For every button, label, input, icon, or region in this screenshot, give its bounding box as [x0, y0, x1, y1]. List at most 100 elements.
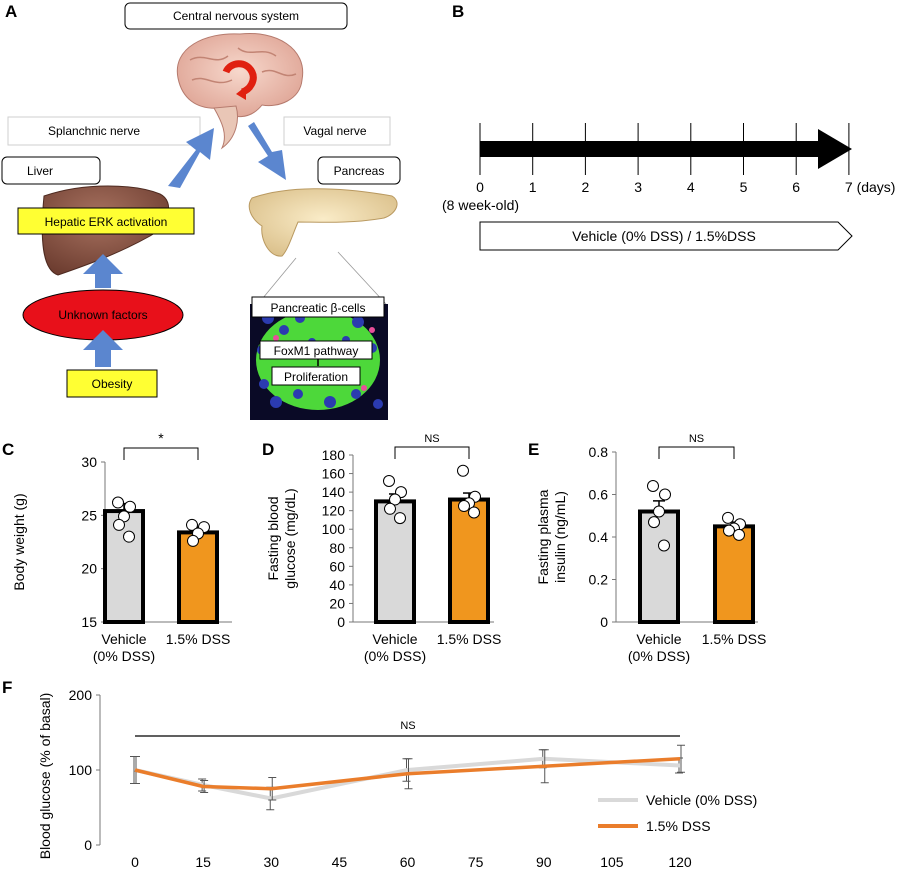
data-point: [458, 500, 470, 513]
proliferation-box: [271, 366, 361, 386]
data-point: [124, 500, 136, 513]
panel-label-f: F: [2, 678, 12, 697]
x-tick-label: Vehicle: [372, 631, 417, 647]
arrow-liver-to-brain: [168, 128, 214, 188]
x-tick-label: 1.5% DSS: [702, 631, 767, 647]
data-point: [647, 480, 659, 492]
significance-label: NS: [689, 433, 704, 445]
timeline-tick-label: 2: [582, 179, 590, 195]
panel-label-c: C: [2, 440, 14, 459]
data-point: [389, 493, 401, 506]
x-tick-label: 75: [468, 854, 484, 870]
y-tick-label: 0.2: [589, 572, 609, 588]
y-tick-label: 100: [322, 521, 346, 537]
y-axis-label: Fasting plasmainsulin (ng/mL): [535, 489, 568, 584]
y-tick-label: 80: [329, 540, 345, 556]
y-tick-label: 40: [329, 577, 345, 593]
x-tick-label: 120: [668, 854, 692, 870]
pancreas-illustration: [248, 188, 398, 257]
y-tick-label: 0.6: [589, 487, 609, 503]
timeline-tick-label: 0: [476, 179, 484, 195]
x-tick-label: (0% DSS): [93, 648, 155, 664]
timeline-tick-label: 1: [529, 179, 537, 195]
timeline-tick-label: 7 (days): [845, 179, 896, 195]
data-point: [659, 488, 671, 501]
significance-bracket: [123, 447, 199, 460]
timeline-start-note: (8 week-old): [442, 197, 519, 213]
y-tick-label: 200: [69, 687, 93, 703]
obesity-label: Obesity: [92, 377, 133, 391]
pancreas-label: Pancreas: [334, 164, 385, 178]
pathway-arrows: [83, 122, 286, 367]
x-tick-label: 105: [600, 854, 624, 870]
x-tick-label: 1.5% DSS: [437, 631, 502, 647]
timeline-tick-label: 6: [792, 179, 800, 195]
y-axis-label: Blood glucose (% of basal): [37, 693, 53, 860]
y-tick-label: 100: [69, 762, 93, 778]
vagal-label: Vagal nerve: [303, 124, 366, 138]
timeline-bar: [480, 141, 824, 157]
significance-label: *: [158, 430, 164, 446]
x-tick-label: 90: [536, 854, 552, 870]
x-tick-label: 15: [195, 854, 211, 870]
treatment-label: Vehicle (0% DSS) / 1.5%DSS: [572, 228, 756, 244]
bar: [713, 524, 755, 624]
panel-label-e: E: [528, 440, 539, 459]
beta-cells-box: [251, 296, 385, 318]
vagal-box: [283, 116, 391, 146]
legend-label: Vehicle (0% DSS): [646, 792, 757, 808]
data-point: [187, 534, 199, 547]
y-tick-label: 25: [81, 507, 97, 523]
panel-label-d: D: [262, 440, 274, 459]
arrow-brain-to-pancreas: [248, 122, 286, 180]
x-tick-label: 0: [131, 854, 139, 870]
beta-cells-label: Pancreatic β-cells: [271, 301, 366, 315]
splanchnic-label: Splanchnic nerve: [48, 124, 140, 138]
x-tick-label: 30: [263, 854, 279, 870]
y-tick-label: 180: [322, 447, 346, 463]
data-point: [722, 511, 734, 524]
timeline-tick-label: 3: [634, 179, 642, 195]
islet-micrograph: [250, 304, 388, 420]
foxm1-label: FoxM1 pathway: [274, 344, 359, 358]
panel-label-a: A: [5, 2, 17, 21]
bar: [374, 499, 416, 624]
x-tick-label: 1.5% DSS: [166, 631, 231, 647]
data-point: [123, 530, 135, 543]
x-tick-label: 60: [400, 854, 416, 870]
x-tick-label: 45: [332, 854, 348, 870]
data-point: [383, 474, 395, 487]
zoom-line-right: [337, 251, 387, 305]
arrow-obesity-to-factors: [83, 330, 123, 367]
bar: [638, 509, 680, 624]
y-tick-label: 15: [81, 614, 97, 630]
data-point: [384, 502, 396, 515]
significance-label: NS: [400, 720, 415, 732]
y-tick-label: 30: [81, 454, 97, 470]
significance-bracket: [658, 446, 735, 459]
data-point: [457, 464, 469, 477]
timeline-tick-label: 4: [687, 179, 695, 195]
data-point: [733, 528, 745, 541]
y-tick-label: 20: [329, 595, 345, 611]
data-point: [648, 516, 660, 529]
cns-label: Central nervous system: [173, 9, 299, 23]
y-tick-label: 0: [84, 837, 92, 853]
timeline-arrowhead: [818, 129, 852, 169]
arrow-factors-to-liver: [83, 254, 123, 288]
y-tick-label: 140: [322, 484, 346, 500]
splanchnic-box: [7, 116, 201, 146]
data-point: [468, 506, 480, 519]
y-tick-label: 60: [329, 558, 345, 574]
x-tick-label: (0% DSS): [628, 648, 690, 664]
data-point: [723, 524, 735, 537]
y-tick-label: 20: [81, 561, 97, 577]
significance-bracket: [394, 446, 470, 459]
chart-f-glucose-time-course: 0 100 200 0 15 30 45 60 75 90 105 120 Blood glucose …: [37, 687, 757, 870]
treatment-arrow-box: [479, 221, 853, 251]
cns-box: [124, 2, 348, 30]
